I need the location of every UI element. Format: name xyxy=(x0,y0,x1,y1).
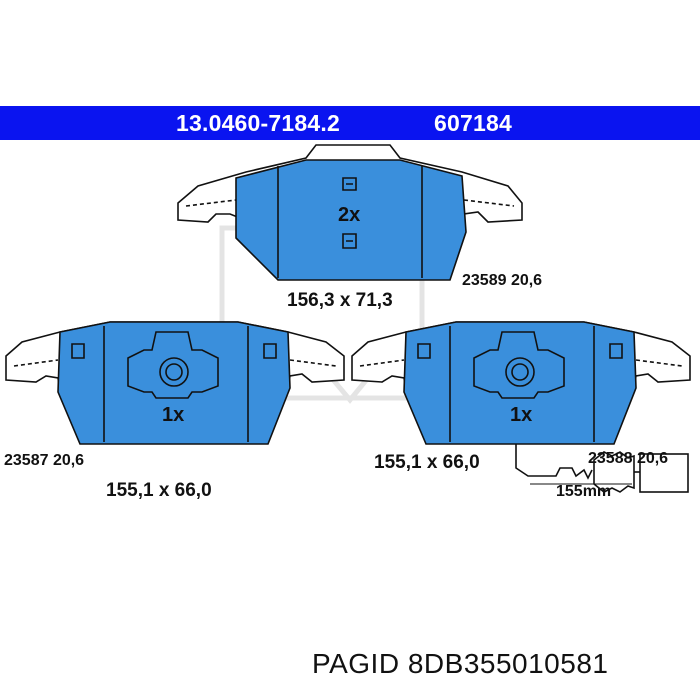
left-pad-sensor-bracket xyxy=(127,331,219,399)
footer: PAGID 8DB355010581 xyxy=(312,648,608,680)
right-pad-sensor-bracket xyxy=(473,331,565,399)
header-part-number: 13.0460-7184.2 xyxy=(176,110,340,136)
right-pad xyxy=(351,321,691,493)
right-clip-a xyxy=(417,343,431,359)
top-clip-lower xyxy=(342,233,357,249)
wear-sensor-connector xyxy=(593,451,635,493)
left-clip-a xyxy=(71,343,85,359)
top-clip-upper xyxy=(342,177,357,191)
top-pad-dimensions: 156,3 x 71,3 xyxy=(287,290,393,311)
left-pad-dimensions: 155,1 x 66,0 xyxy=(106,480,212,501)
left-pad-code-thickness: 23587 20,6 xyxy=(4,452,85,469)
right-clip-b xyxy=(609,343,623,359)
left-pad-friction xyxy=(57,321,291,445)
top-pad-code-thickness: 23589 20,6 xyxy=(462,272,543,289)
right-pad-code-thickness: 23588 20,6 xyxy=(588,450,669,467)
right-pad-friction xyxy=(403,321,637,445)
right-pad-dimensions: 155,1 x 66,0 xyxy=(374,452,480,473)
top-pad-count: 2x xyxy=(338,204,361,226)
header-bar: 13.0460-7184.2 607184 xyxy=(0,106,700,140)
top-pad-friction xyxy=(235,159,467,281)
footer-brand: PAGID xyxy=(312,648,400,679)
left-pad xyxy=(5,321,345,445)
left-clip-b xyxy=(263,343,277,359)
wear-sensor-wire xyxy=(515,444,593,480)
left-pad-count: 1x xyxy=(162,404,185,426)
header-ref-number: 607184 xyxy=(434,110,512,136)
footer-part-number: 8DB355010581 xyxy=(407,648,609,679)
top-pad xyxy=(177,144,523,281)
wire-length: 155mm xyxy=(556,483,612,500)
right-pad-count: 1x xyxy=(510,404,533,426)
